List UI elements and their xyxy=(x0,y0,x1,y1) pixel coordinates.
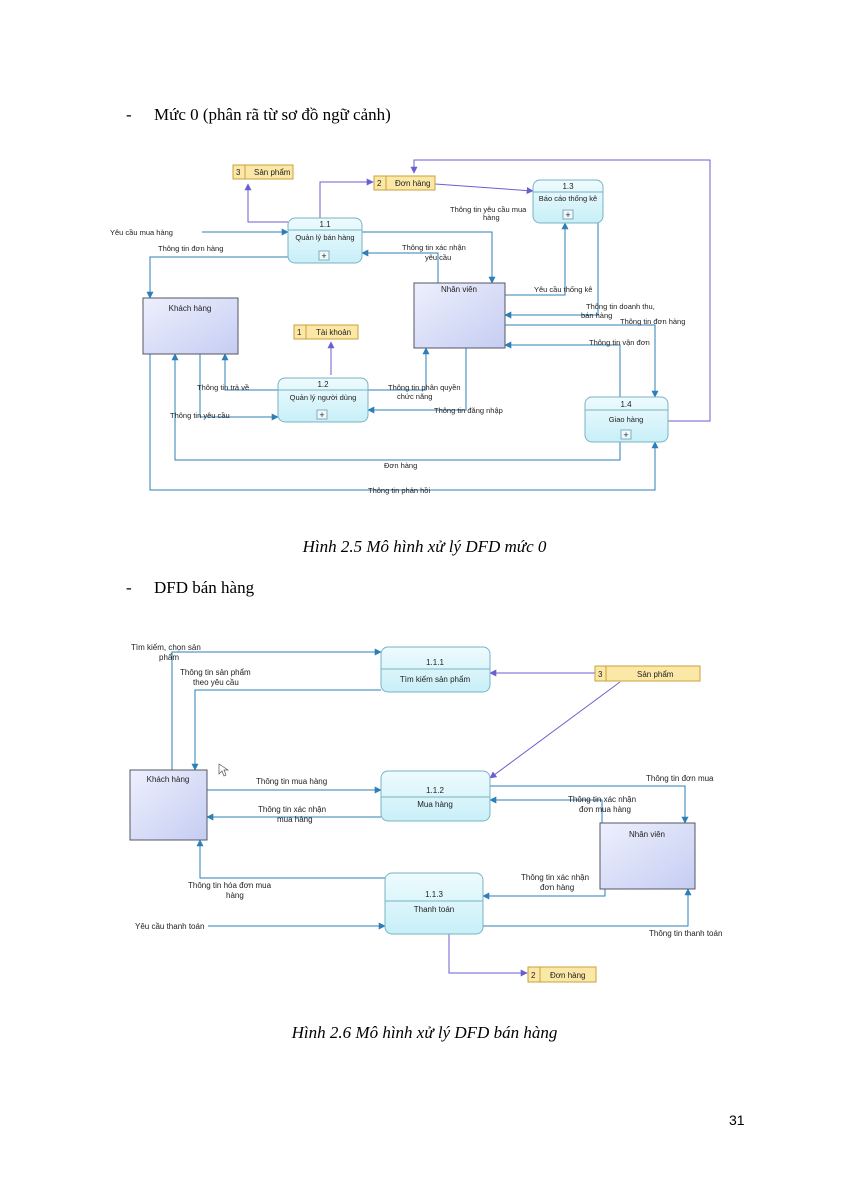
svg-text:2: 2 xyxy=(377,179,382,188)
svg-text:Khách hàng: Khách hàng xyxy=(169,304,212,313)
flow-label: Tìm kiếm, chọn sản xyxy=(131,643,201,652)
figure-caption-2-5: Hình 2.5 Mô hình xử lý DFD mức 0 xyxy=(302,537,547,556)
svg-text:Nhân viên: Nhân viên xyxy=(441,285,477,294)
entity-khach-hang: Khách hàng xyxy=(129,769,208,841)
svg-text:Sản phẩm: Sản phẩm xyxy=(637,670,674,679)
svg-text:Giao hàng: Giao hàng xyxy=(609,415,644,424)
svg-text:1.3: 1.3 xyxy=(562,182,574,191)
flow-label: theo yêu cầu xyxy=(193,678,239,687)
flow-label: Thông tin hóa đơn mua xyxy=(188,881,272,890)
svg-text:Đơn hàng: Đơn hàng xyxy=(395,179,431,188)
svg-text:1.1: 1.1 xyxy=(319,220,331,229)
flow-label: Thông tin đơn hàng xyxy=(620,317,685,326)
svg-text:+: + xyxy=(319,410,324,420)
svg-text:Tài khoản: Tài khoản xyxy=(316,328,351,337)
svg-text:1.1.1: 1.1.1 xyxy=(426,658,444,667)
svg-text:1.1.2: 1.1.2 xyxy=(426,786,444,795)
entity-khach-hang: Khách hàng xyxy=(142,297,239,355)
flow-label: Yêu cầu mua hàng xyxy=(110,228,173,237)
flow-label: Thông tin doanh thu, xyxy=(586,302,655,311)
mouse-cursor-icon xyxy=(218,763,230,777)
heading-text: Mức 0 (phân rã từ sơ đồ ngữ cảnh) xyxy=(154,105,391,124)
flow-label: Thông tin xác nhận xyxy=(258,805,326,814)
flow-label: Thông tin xác nhận xyxy=(568,795,636,804)
svg-text:3: 3 xyxy=(598,670,603,679)
section-heading-level0: - Mức 0 (phân rã từ sơ đồ ngữ cảnh) xyxy=(126,105,391,125)
flow-label: Thông tin trả về xyxy=(197,383,249,392)
svg-text:+: + xyxy=(321,251,326,261)
page-number: 31 xyxy=(729,1112,745,1128)
flow-label: hàng xyxy=(483,213,500,222)
flow-label: Thông tin yêu cầu xyxy=(170,411,230,420)
flow-label: Thông tin mua hàng xyxy=(256,777,327,786)
flow-label: mua hàng xyxy=(277,815,313,824)
svg-text:1.2: 1.2 xyxy=(317,380,329,389)
svg-text:Tìm kiếm sản phẩm: Tìm kiếm sản phẩm xyxy=(400,675,471,684)
flow-label: đơn mua hàng xyxy=(579,805,631,814)
flow-label: Thông tin đơn mua xyxy=(646,774,714,783)
dfd-sales-diagram: 1.1.1 Tìm kiếm sản phẩm 1.1.2 Mua hàng 1… xyxy=(129,643,722,983)
svg-text:Thanh toán: Thanh toán xyxy=(414,905,454,914)
flow-label: Thông tin yêu cầu mua xyxy=(450,205,527,214)
flow-label: Thông tin phản hồi xyxy=(368,486,430,495)
flow-label: chức năng xyxy=(397,392,432,401)
process-1-1-2: 1.1.2 Mua hàng xyxy=(380,770,491,822)
flow-label: Đơn hàng xyxy=(384,461,417,470)
bullet: - xyxy=(126,578,132,597)
datastore-don-hang: 2 Đơn hàng xyxy=(527,966,597,983)
svg-text:1.1.3: 1.1.3 xyxy=(425,890,443,899)
datastore-san-pham: 3 Sản phẩm xyxy=(232,164,294,180)
svg-text:1: 1 xyxy=(297,328,302,337)
svg-text:3: 3 xyxy=(236,168,241,177)
svg-text:Mua hàng: Mua hàng xyxy=(417,800,453,809)
svg-text:Quản lý người dùng: Quản lý người dùng xyxy=(290,393,357,402)
bullet: - xyxy=(126,105,132,124)
flow-label: Thông tin xác nhận xyxy=(402,243,466,252)
flow-label: Thông tin sản phẩm xyxy=(180,668,251,677)
flow-label: Thông tin xác nhận xyxy=(521,873,589,882)
svg-text:+: + xyxy=(623,430,628,440)
dfd-level0-diagram: 3 Sản phẩm 2 Đơn hàng 1 Tài khoản 1.1 Qu… xyxy=(110,159,711,495)
figure-caption-2-6: Hình 2.6 Mô hình xử lý DFD bán hàng xyxy=(291,1023,558,1042)
svg-text:Sản phẩm: Sản phẩm xyxy=(254,168,291,177)
flow-label: Thông tin đăng nhập xyxy=(434,406,503,415)
process-1-1-3: 1.1.3 Thanh toán xyxy=(384,872,484,935)
datastore-tai-khoan: 1 Tài khoản xyxy=(293,324,359,340)
flow-label: hàng xyxy=(226,891,244,900)
section-heading-dfd-ban-hang: - DFD bán hàng xyxy=(126,578,254,598)
svg-text:Đơn hàng: Đơn hàng xyxy=(550,971,586,980)
svg-text:Khách hàng: Khách hàng xyxy=(147,775,190,784)
flow-label: Yêu cầu thống kê xyxy=(534,285,592,294)
process-1-1: 1.1 Quản lý bán hàng + xyxy=(287,217,363,264)
svg-text:2: 2 xyxy=(531,971,536,980)
process-1-2: 1.2 Quản lý người dùng + xyxy=(277,377,369,423)
flow-label: Thông tin phân quyền xyxy=(388,383,461,392)
datastore-san-pham: 3 Sản phẩm xyxy=(594,665,701,682)
svg-text:1.4: 1.4 xyxy=(620,400,632,409)
entity-nhan-vien: Nhân viên xyxy=(413,282,506,349)
svg-text:+: + xyxy=(565,210,570,220)
heading-text: DFD bán hàng xyxy=(154,578,255,597)
process-1-3: 1.3 Báo cáo thống kê + xyxy=(532,179,604,224)
process-1-4: 1.4 Giao hàng + xyxy=(584,396,669,443)
entity-nhan-vien: Nhân viên xyxy=(599,822,696,890)
flow-label: Thông tin thanh toán xyxy=(649,929,722,938)
svg-text:Nhân viên: Nhân viên xyxy=(629,830,665,839)
flow-label: Thông tin đơn hàng xyxy=(158,244,223,253)
flow-label: Yêu cầu thanh toán xyxy=(135,922,204,931)
svg-text:Quản lý bán hàng: Quản lý bán hàng xyxy=(295,233,354,242)
datastore-don-hang: 2 Đơn hàng xyxy=(373,175,436,191)
flow-label: Thông tin vận đơn xyxy=(589,338,650,347)
process-1-1-1: 1.1.1 Tìm kiếm sản phẩm xyxy=(380,646,491,693)
svg-text:Báo cáo thống kê: Báo cáo thống kê xyxy=(539,194,597,203)
flow-label: yêu cầu xyxy=(425,253,451,262)
flow-label: phẩm xyxy=(159,653,179,662)
flow-label: đơn hàng xyxy=(540,883,574,892)
flow-label: bán hàng xyxy=(581,311,612,320)
